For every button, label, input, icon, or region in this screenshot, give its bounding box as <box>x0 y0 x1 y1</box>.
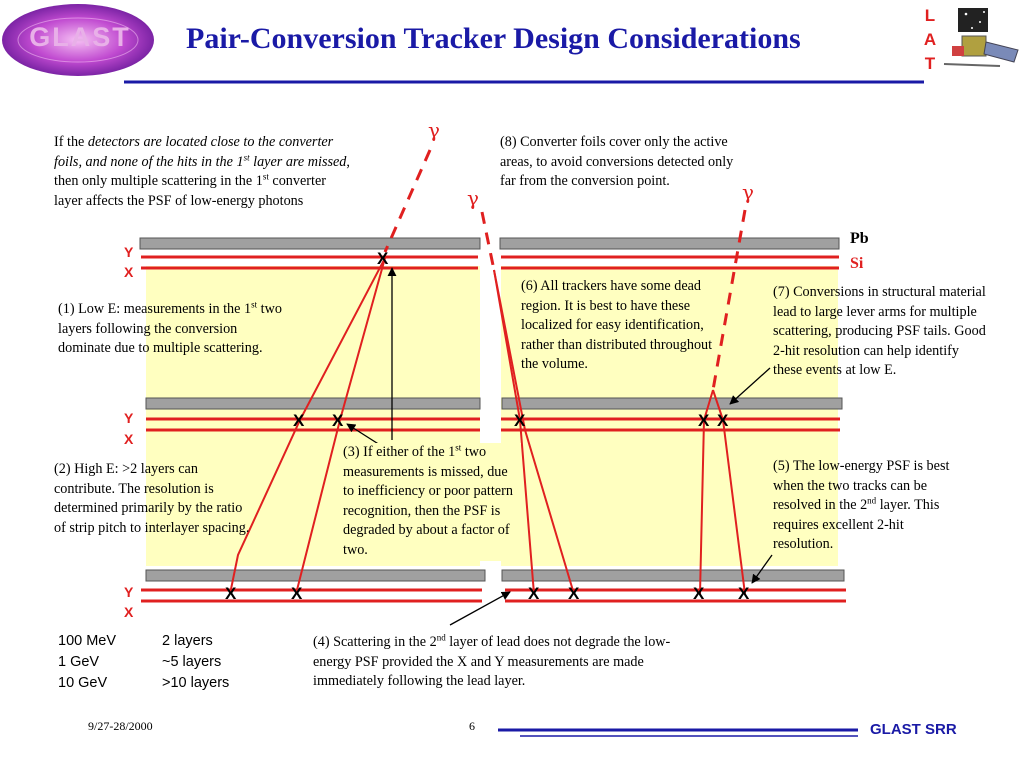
plane-y-label-2: Y <box>124 410 134 426</box>
gamma-label-3: γ <box>742 180 754 204</box>
energy-row: 10 GeV>10 layers <box>58 675 230 691</box>
hit-marker: X <box>514 411 526 430</box>
note-intro: If the detectors are located close to th… <box>54 134 350 209</box>
hit-marker: X <box>698 411 710 430</box>
footer-rule <box>498 728 858 737</box>
page-title: Pair-Conversion Tracker Design Considera… <box>186 22 801 55</box>
hit-marker: X <box>528 584 540 603</box>
footer-org: GLAST SRR <box>870 721 957 738</box>
footer-date: 9/27-28/2000 <box>88 719 153 733</box>
gamma-label-2: γ <box>467 186 479 210</box>
plane-y-label-1: Y <box>124 244 134 260</box>
note-6: (6) All trackers have some dead region. … <box>521 278 713 373</box>
note-5: (5) The low-energy PSF is best when the … <box>773 458 950 553</box>
note-2: (2) High E: >2 layers can contribute. Th… <box>54 461 250 536</box>
converter-foils <box>139 237 845 582</box>
pb-label: Pb <box>850 230 869 247</box>
lat-letter-l: L <box>924 6 936 25</box>
lat-letter-t: T <box>924 54 936 73</box>
note-1: (1) Low E: measurements in the 1st two l… <box>58 299 282 357</box>
hit-marker: X <box>291 584 303 603</box>
hit-marker: X <box>293 411 305 430</box>
hit-marker: X <box>377 249 389 268</box>
hit-marker: X <box>225 584 237 603</box>
glast-logo-text: GLAST <box>29 22 131 52</box>
photon-paths <box>383 149 747 391</box>
si-label: Si <box>850 255 864 272</box>
satellite-icon <box>943 8 1019 67</box>
hit-marker: X <box>693 584 705 603</box>
gamma-label-1: γ <box>428 118 440 142</box>
tracks <box>229 257 746 595</box>
note-3: (3) If either of the 1st two measurement… <box>343 443 521 561</box>
plane-x-label-1: X <box>124 264 134 280</box>
energy-row: 1 GeV~5 layers <box>58 654 222 670</box>
annotation-arrows <box>346 267 773 626</box>
plane-y-label-3: Y <box>124 584 134 600</box>
silicon-planes <box>141 255 846 603</box>
note-7: (7) Conversions in structural material l… <box>773 284 986 379</box>
plane-x-label-3: X <box>124 604 134 620</box>
hit-marker: X <box>717 411 729 430</box>
hit-marker: X <box>738 584 750 603</box>
note-4: (4) Scattering in the 2nd layer of lead … <box>313 632 671 690</box>
footer-page-number: 6 <box>469 719 475 733</box>
note-8: (8) Converter foils cover only the activ… <box>500 134 734 190</box>
lat-letter-a: A <box>923 30 937 49</box>
hit-marker: X <box>568 584 580 603</box>
hit-marker: X <box>332 411 344 430</box>
plane-x-label-2: X <box>124 431 134 447</box>
glast-logo <box>2 4 154 76</box>
